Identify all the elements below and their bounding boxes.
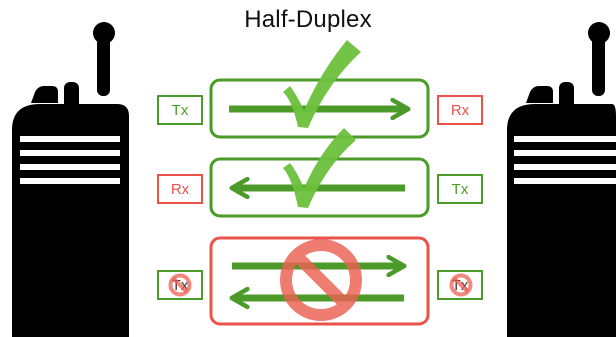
right-label-row-3: Tx [437,270,483,300]
walkie-talkie-icon [507,22,616,337]
diagram-title: Half-Duplex [244,6,372,33]
check-icon [283,40,361,128]
left-label-row-2: Rx [157,174,203,204]
check-icon [283,128,356,208]
left-label-row-1: Tx [157,95,203,125]
right-label-row-1: Rx [437,95,483,125]
prohibited-icon [449,273,473,297]
right-label-row-2: Tx [437,174,483,204]
walkie-talkie-icon [12,22,129,337]
channel-box-row-3 [209,236,430,326]
prohibited-icon [280,239,362,321]
left-label-row-3: Tx [157,270,203,300]
prohibited-icon [168,273,192,297]
